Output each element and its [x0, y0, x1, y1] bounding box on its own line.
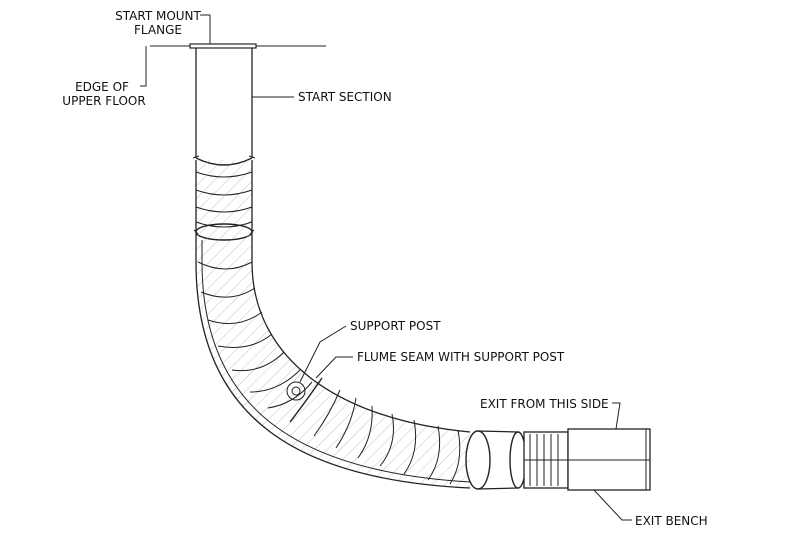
label-edge-upper-floor-1: EDGE OF [75, 80, 129, 94]
label-start-section: START SECTION [298, 90, 392, 104]
exit-bench [567, 428, 651, 491]
label-exit-side: EXIT FROM THIS SIDE [480, 397, 609, 411]
ribbed-section [193, 160, 255, 241]
exit-section [523, 431, 569, 489]
start-mount-flange [189, 43, 257, 49]
label-support-post: SUPPORT POST [350, 319, 441, 333]
support-post [286, 381, 306, 401]
label-exit-bench: EXIT BENCH [635, 514, 708, 528]
start-section-tube [192, 48, 256, 166]
leader-lines [140, 14, 632, 521]
label-edge-upper-floor-2: UPPER FLOOR [62, 94, 145, 108]
label-flume-seam: FLUME SEAM WITH SUPPORT POST [357, 350, 565, 364]
label-start-mount-flange-1: START MOUNT [115, 9, 201, 23]
label-start-mount-flange-2: FLANGE [134, 23, 182, 37]
exit-rings [465, 430, 527, 490]
